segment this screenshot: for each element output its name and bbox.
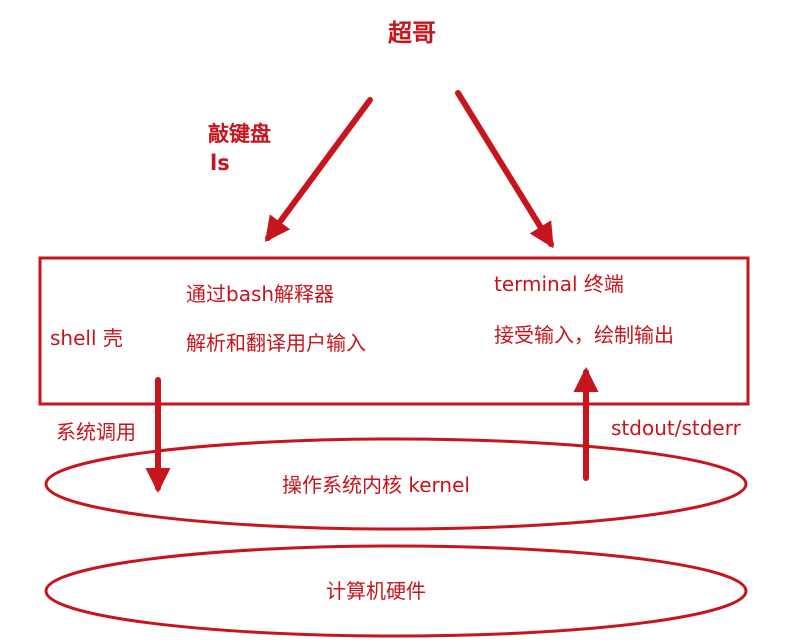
kernel-label: 操作系统内核 kernel: [282, 473, 470, 497]
terminal-line1-label: terminal 终端: [494, 272, 624, 296]
user-to-shell-arrow: [265, 97, 373, 243]
interpreter-line1-label: 通过bash解释器: [186, 282, 335, 306]
hardware-label: 计算机硬件: [326, 579, 426, 603]
terminal-line2-label: 接受输入，绘制输出: [494, 323, 674, 347]
user-to-terminal-arrow: [455, 90, 554, 249]
syscall-label: 系统调用: [56, 420, 136, 444]
kernel-ellipse: [44, 437, 748, 531]
shell-box: [38, 256, 750, 406]
hardware-ellipse: [44, 544, 748, 638]
shell-label: shell 壳: [50, 326, 123, 350]
keyboard-action-label: 敲键盘: [208, 122, 271, 146]
keyboard-command-label: ls: [210, 151, 230, 175]
output-label: stdout/stderr: [611, 416, 741, 440]
user-label: 超哥: [388, 19, 436, 47]
interpreter-line2-label: 解析和翻译用户输入: [186, 331, 366, 355]
